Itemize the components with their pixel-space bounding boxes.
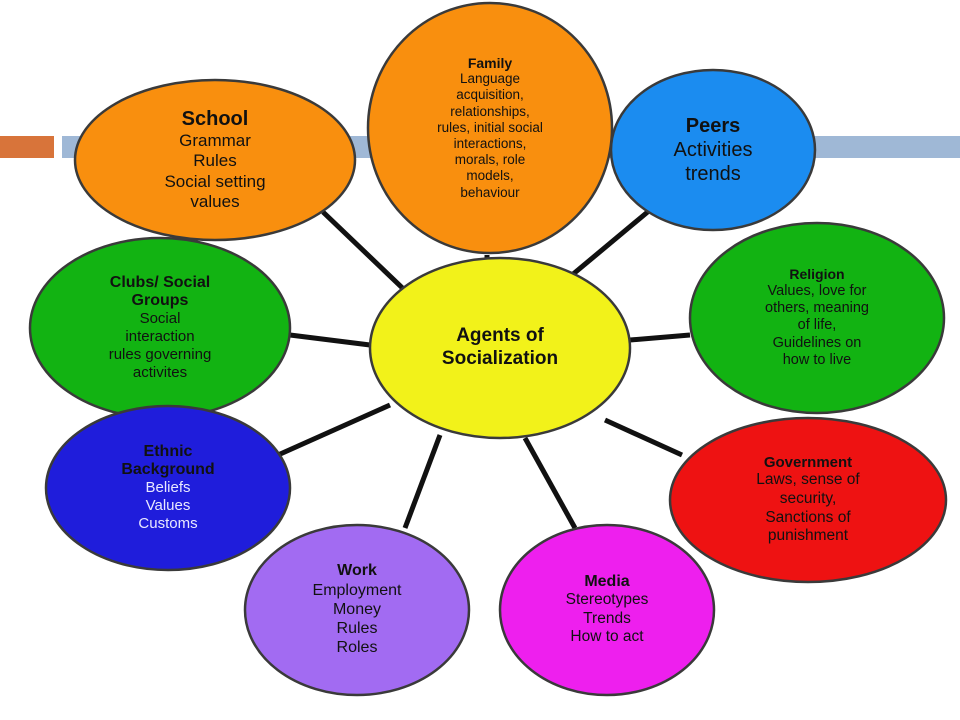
node-body: Language acquisition, relationships, rul… — [437, 71, 543, 200]
node-title: Work — [337, 562, 377, 580]
node-body: Laws, sense of security, Sanctions of pu… — [756, 471, 860, 545]
connector-religion — [629, 332, 691, 343]
node-religion-ellipse — [688, 221, 946, 415]
node-peers-ellipse — [609, 68, 817, 232]
node-title: Ethnic Background — [121, 442, 215, 478]
node-body: Employment Money Rules Roles — [312, 581, 402, 657]
connector-ethnic — [276, 402, 392, 458]
center-title: Agents of Socialization — [441, 325, 559, 369]
node-body: Beliefs Values Customs — [138, 479, 198, 533]
node-school-ellipse — [73, 78, 357, 242]
node-media-ellipse — [498, 523, 716, 697]
connector-peers — [558, 208, 652, 287]
node-title: Religion — [789, 266, 845, 283]
node-body: Stereotypes Trends How to act — [565, 591, 649, 646]
node-title: Government — [763, 454, 853, 472]
connector-school — [321, 210, 417, 302]
accent-bar-left — [0, 136, 54, 158]
node-government-ellipse — [668, 416, 948, 584]
connector-clubs — [289, 332, 371, 348]
node-body: Social interaction rules governing activ… — [108, 310, 212, 382]
node-title: Family — [467, 55, 513, 72]
node-title: Peers — [685, 114, 741, 137]
connector-media — [522, 436, 578, 530]
connector-work — [402, 434, 443, 529]
connector-government — [603, 417, 684, 458]
node-title: School — [181, 107, 249, 130]
center-ellipse — [368, 256, 632, 440]
node-body: Grammar Rules Social setting values — [164, 130, 266, 211]
node-work-ellipse — [243, 523, 471, 697]
node-title: Media — [584, 572, 630, 590]
node-ethnic-ellipse — [44, 404, 292, 572]
center-label: Agents of Socialization — [370, 258, 630, 438]
node-body: Values, love for others, meaning of life… — [765, 282, 869, 369]
node-body: Activities trends — [673, 138, 753, 185]
node-family-ellipse — [366, 1, 614, 255]
node-title: Clubs/ Social Groups — [109, 273, 211, 309]
